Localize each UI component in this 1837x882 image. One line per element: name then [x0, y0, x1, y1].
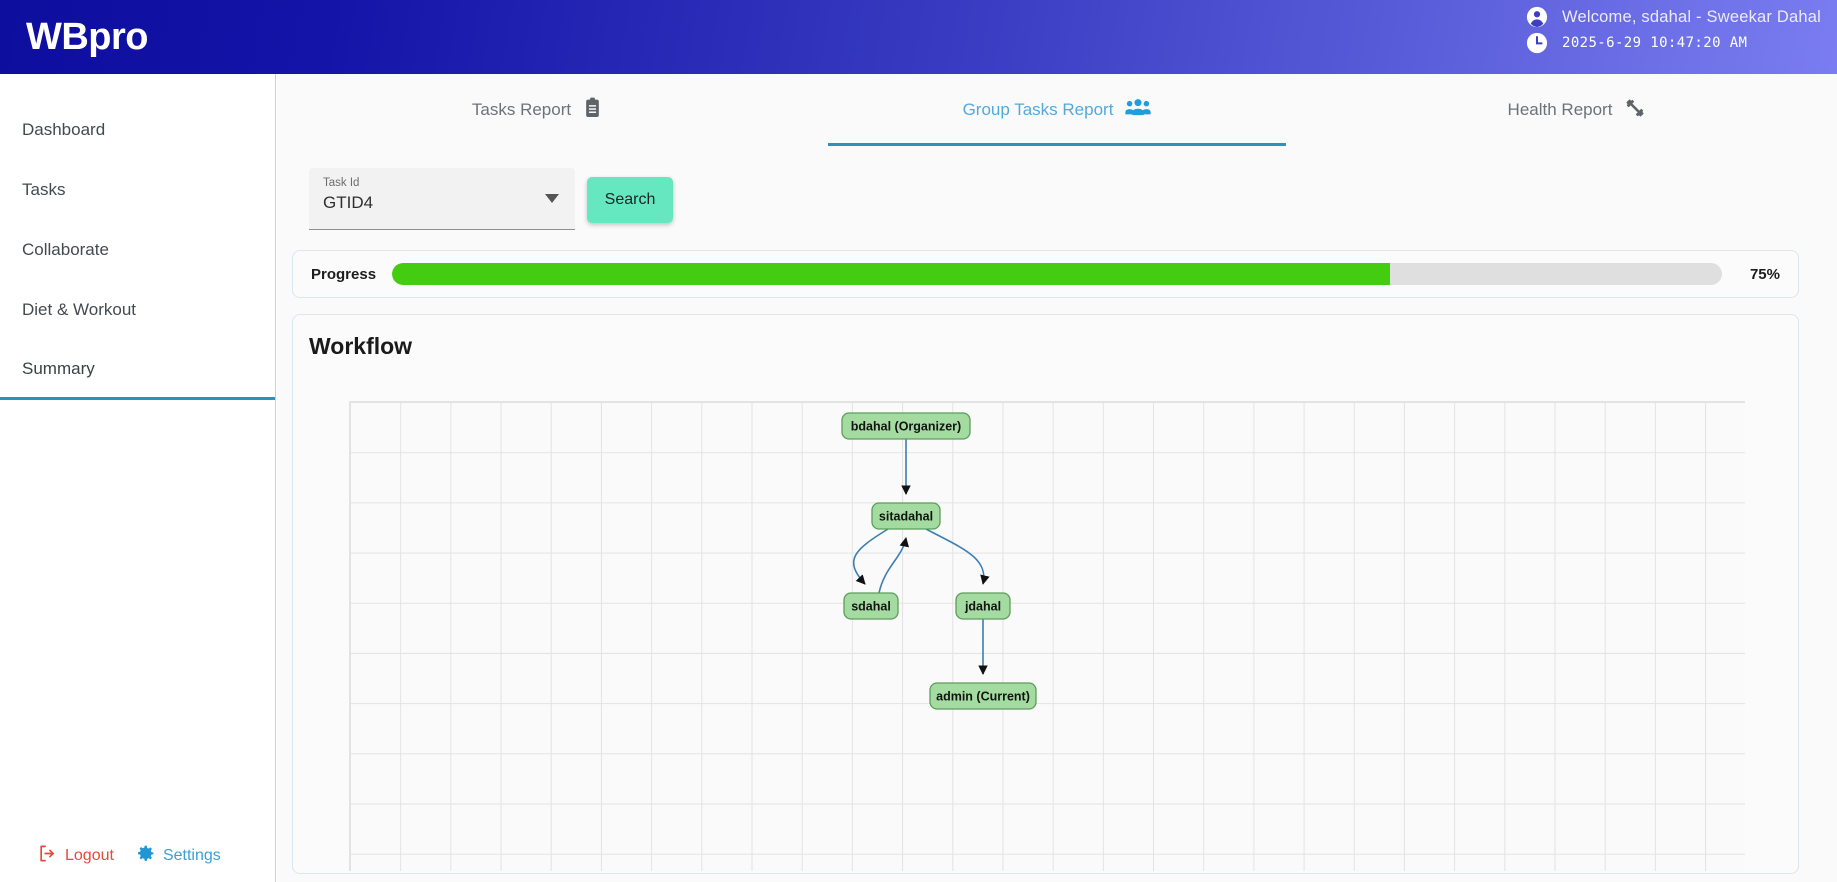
- progress-percent: 75%: [1749, 265, 1780, 283]
- workflow-node-box: [871, 502, 941, 530]
- sidebar-item-collaborate[interactable]: Collaborate: [0, 220, 275, 280]
- tab-label: Tasks Report: [471, 100, 572, 119]
- workflow-node-label: jdahal: [964, 599, 1001, 613]
- logout-button[interactable]: Logout: [38, 844, 114, 868]
- dumbbell-icon: [1624, 97, 1646, 124]
- workflow-node[interactable]: sitadahal: [871, 502, 941, 530]
- workflow-node-label: sdahal: [851, 599, 891, 613]
- sidebar: Dashboard Tasks Collaborate Diet & Worko…: [0, 74, 276, 882]
- sidebar-item-label: Tasks: [22, 180, 66, 199]
- account-circle-icon: [1526, 6, 1548, 28]
- workflow-node[interactable]: jdahal: [955, 592, 1011, 620]
- main-content: Tasks Report Group Tasks Report Health R…: [277, 74, 1837, 882]
- search-row: Task Id GTID4 Search: [277, 146, 1837, 230]
- sidebar-item-label: Summary: [22, 358, 95, 378]
- workflow-edge: [925, 528, 990, 585]
- logout-icon: [38, 844, 57, 868]
- header-user-block: Welcome, sdahal - Sweekar Dahal 2025-6-2…: [1526, 6, 1821, 54]
- workflow-node-box: [843, 592, 899, 620]
- app-header: WBpro Welcome, sdahal - Sweekar Dahal 20…: [0, 0, 1837, 74]
- people-group-icon: [1125, 99, 1152, 121]
- clipboard-icon: [583, 97, 602, 123]
- settings-label: Settings: [162, 847, 221, 864]
- sidebar-item-diet-workout[interactable]: Diet & Workout: [0, 280, 275, 340]
- sidebar-item-summary[interactable]: Summary: [0, 340, 275, 400]
- welcome-line: Welcome, sdahal - Sweekar Dahal: [1526, 6, 1821, 28]
- gear-icon: [136, 844, 155, 868]
- tab-label: Group Tasks Report: [962, 100, 1114, 119]
- workflow-node-label: admin (Current): [936, 689, 1030, 703]
- workflow-node-box: [841, 412, 971, 440]
- workflow-node-box: [955, 592, 1011, 620]
- workflow-node-label: bdahal (Organizer): [851, 419, 961, 433]
- datetime-text: 2025-6-29 10:47:20 AM: [1561, 35, 1748, 51]
- sidebar-item-dashboard[interactable]: Dashboard: [0, 100, 275, 160]
- workflow-node[interactable]: bdahal (Organizer): [841, 412, 971, 440]
- tab-label: Health Report: [1507, 100, 1613, 119]
- search-button[interactable]: Search: [587, 177, 673, 223]
- progress-card: Progress 75%: [292, 250, 1799, 298]
- chevron-down-icon[interactable]: [545, 194, 559, 203]
- workflow-node[interactable]: admin (Current): [929, 682, 1037, 710]
- progress-label: Progress: [311, 265, 377, 283]
- progress-bar: [392, 263, 1722, 285]
- workflow-node-box: [929, 682, 1037, 710]
- sidebar-footer: Logout Settings: [0, 844, 276, 868]
- tab-group-tasks-report[interactable]: Group Tasks Report: [797, 74, 1317, 146]
- task-id-select[interactable]: Task Id GTID4: [309, 168, 575, 230]
- report-tabs: Tasks Report Group Tasks Report Health R…: [277, 74, 1837, 146]
- sidebar-item-tasks[interactable]: Tasks: [0, 160, 275, 220]
- sidebar-item-label: Collaborate: [22, 240, 109, 259]
- task-id-label: Task Id: [323, 177, 360, 189]
- workflow-node[interactable]: sdahal: [843, 592, 899, 620]
- app-brand: WBpro: [26, 15, 149, 58]
- settings-button[interactable]: Settings: [136, 844, 221, 868]
- progress-bar-fill: [392, 263, 1390, 285]
- tab-tasks-report[interactable]: Tasks Report: [277, 74, 797, 146]
- workflow-edge: [853, 528, 889, 585]
- workflow-edge: [878, 537, 910, 594]
- sidebar-nav: Dashboard Tasks Collaborate Diet & Worko…: [0, 74, 275, 400]
- workflow-node-label: sitadahal: [879, 509, 933, 523]
- tab-health-report[interactable]: Health Report: [1317, 74, 1837, 146]
- workflow-canvas[interactable]: bdahal (Organizer) sitadahal sdahal jdahal a…: [349, 401, 1745, 871]
- workflow-title: Workflow: [309, 333, 413, 359]
- workflow-card: Workflow bdahal (Organizer) sitadahal sdah…: [292, 314, 1799, 874]
- sidebar-item-label: Dashboard: [22, 120, 106, 139]
- welcome-text: Welcome, sdahal - Sweekar Dahal: [1561, 7, 1821, 26]
- task-id-value: GTID4: [323, 193, 374, 212]
- clock-icon: [1526, 32, 1548, 54]
- sidebar-item-label: Diet & Workout: [22, 300, 137, 319]
- datetime-line: 2025-6-29 10:47:20 AM: [1526, 32, 1821, 54]
- logout-label: Logout: [65, 847, 114, 864]
- workflow-graph: bdahal (Organizer) sitadahal sdahal jdahal a…: [841, 412, 1037, 710]
